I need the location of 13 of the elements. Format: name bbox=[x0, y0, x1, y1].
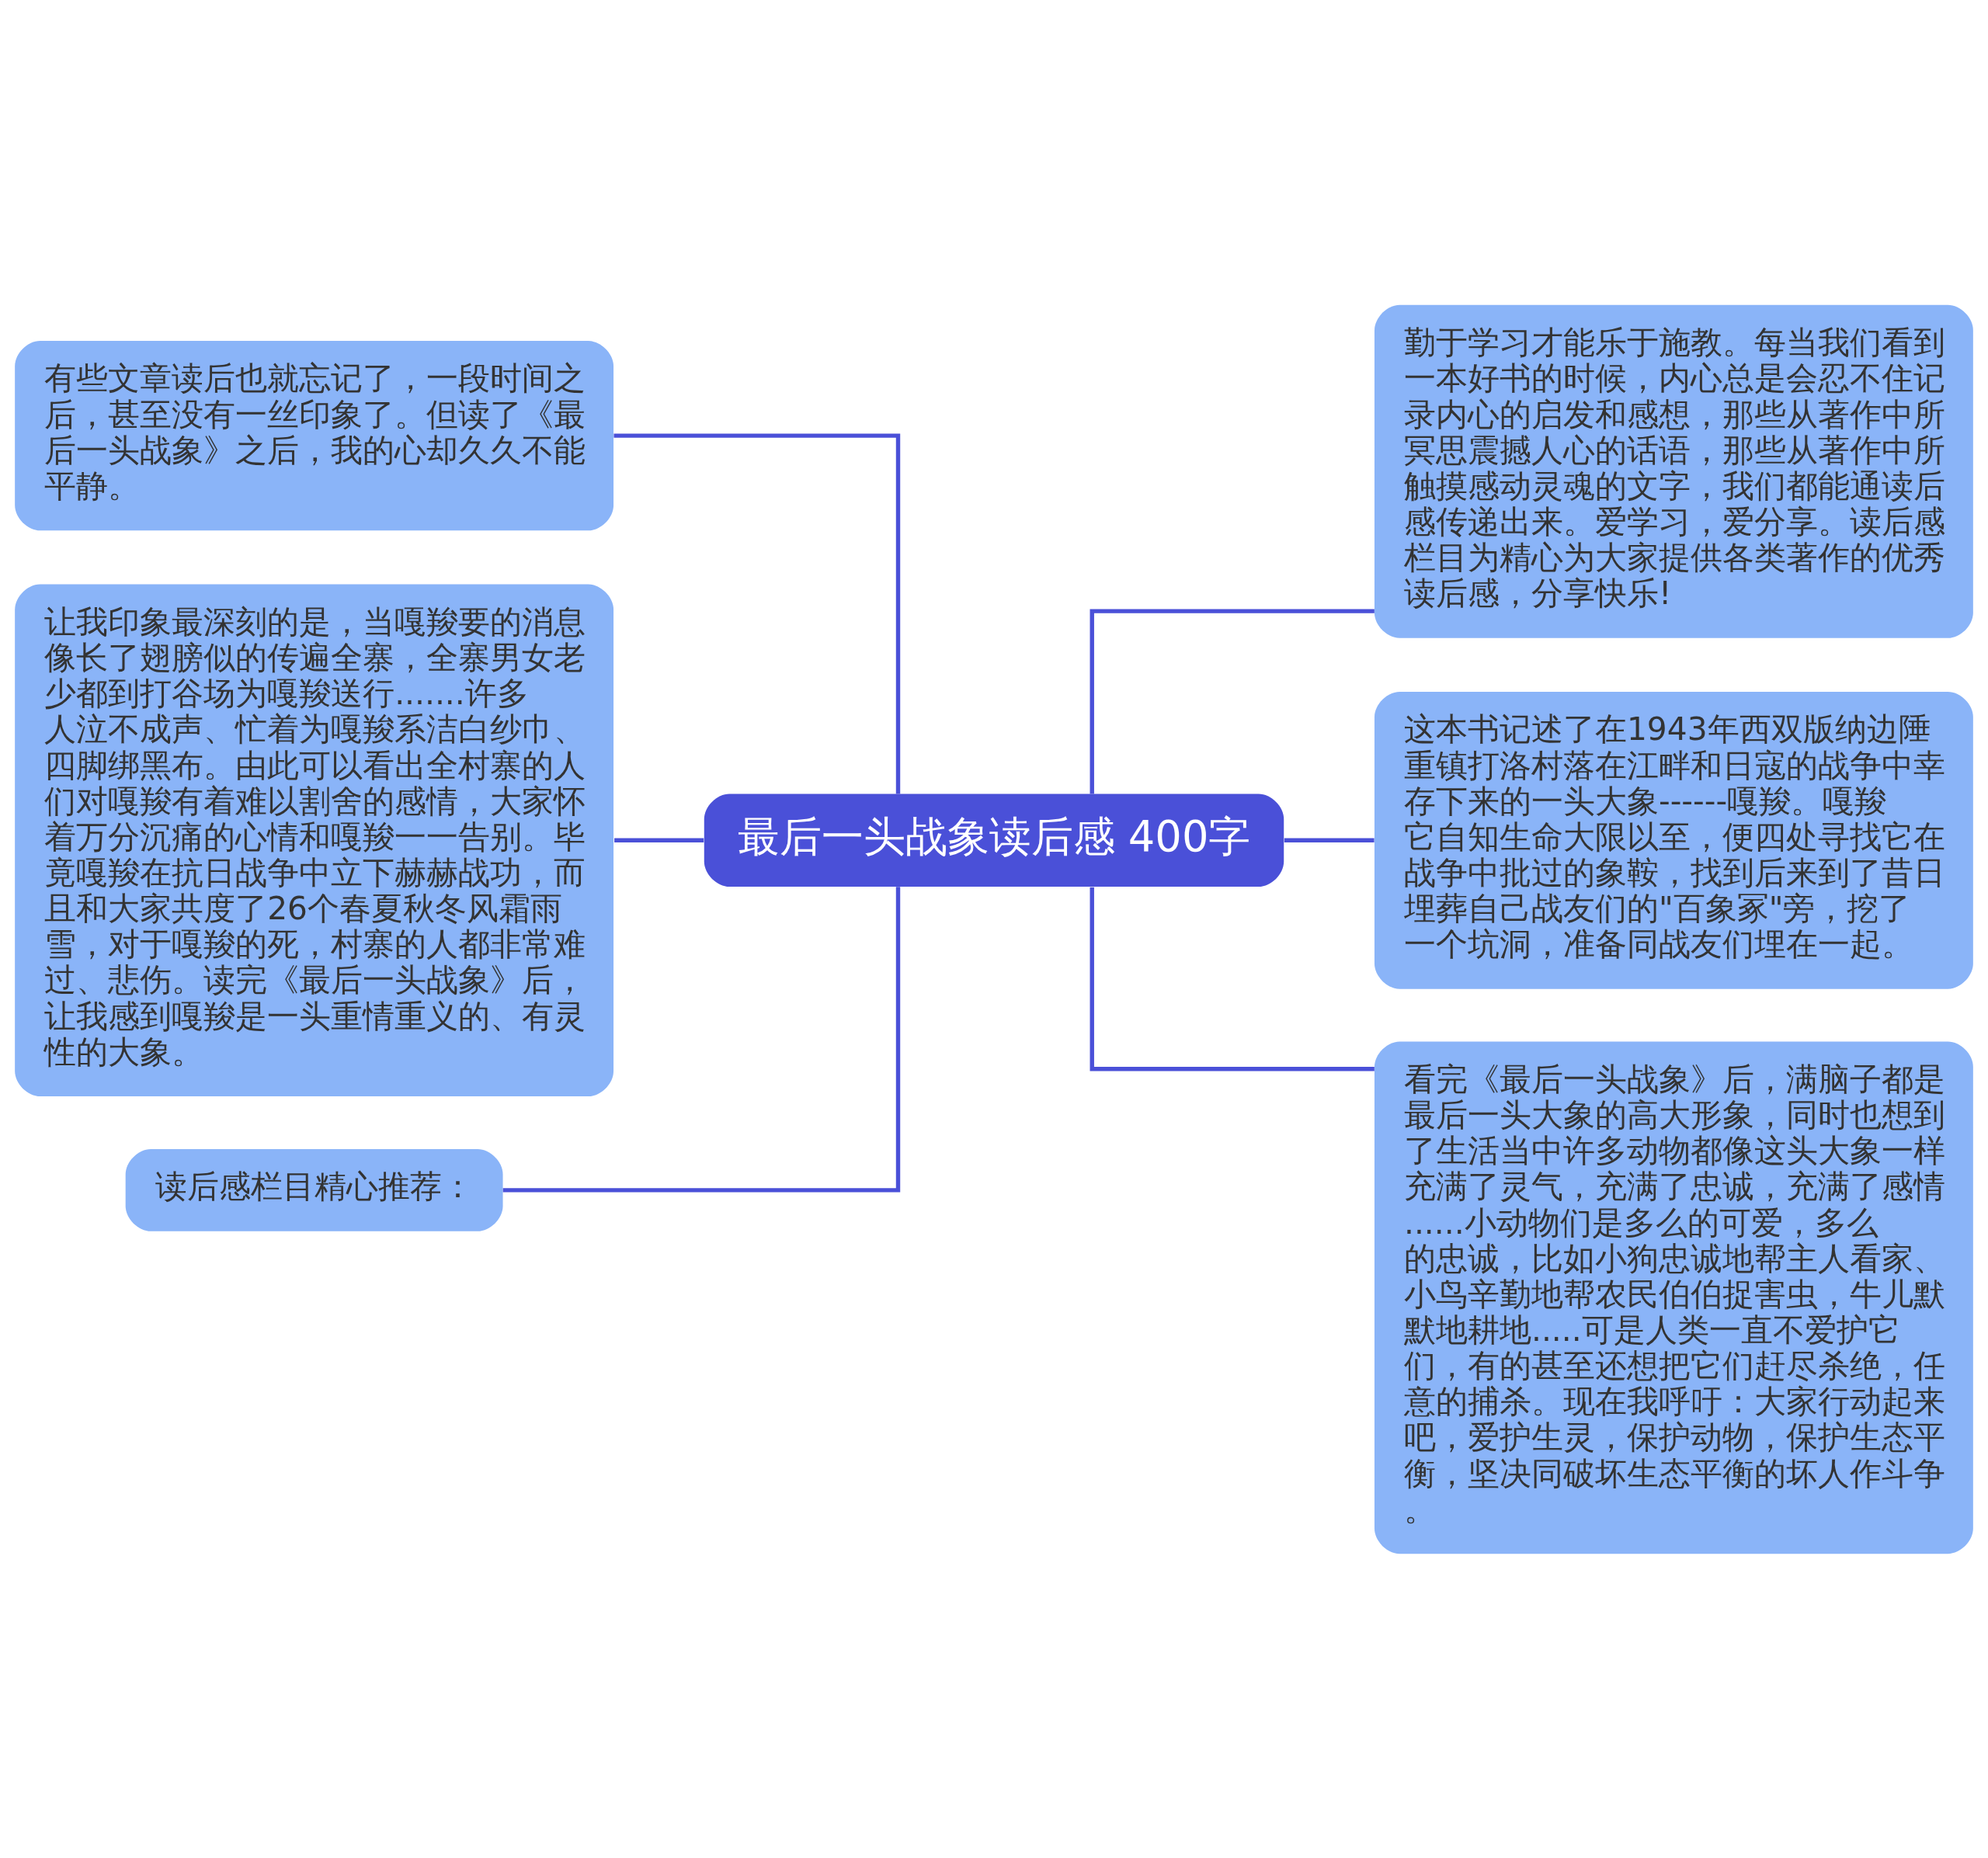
node-box: 读后感栏目精心推荐： bbox=[125, 1148, 503, 1231]
connector bbox=[613, 432, 901, 794]
connector bbox=[614, 838, 704, 842]
connector bbox=[1090, 887, 1375, 1071]
connector bbox=[1090, 608, 1375, 794]
node-box: 有些文章读后也就忘记了，一段时间之后，甚至没有一丝印象了。但读了《最后一头战象》之后，我的心却久久不能平静。 bbox=[15, 340, 614, 530]
connector bbox=[1284, 838, 1375, 842]
connector bbox=[502, 886, 901, 1193]
node-box: 勤于学习才能乐于施教。每当我们看到一本好书的时候，内心总是会忍不住记录内心的启发和感想，那些从著作中所冥思震撼人心的话语，那些从著作中所触摸感动灵魂的文字，我们都能通读后感传递出来。爱学习，爱分享。读后感栏目为精心为大家提供各类著作的优秀读后感，分享快乐! bbox=[1374, 304, 1973, 638]
node-box: 让我印象最深刻的是，当嘎羧要的消息像长了翅膀似的传遍全寨，全寨男女老少都到打谷场为嘎羧送行.......许多人泣不成声、忙着为嘎羧系洁白纱巾、四脚绑黑布。由此可以看出全村寨的人们对嘎羧有着难以割舍的感情，大家怀着万分沉痛的心情和嘎羧一一告别。毕竟嘎羧在抗日战争中立下赫赫战功，而且和大家共度了26个春夏秋冬风霜雨雪，对于嘎羧的死，村寨的人都非常难过、悲伤。读完《最后一头战象》后，让我感到嘎羧是一头重情重义的、有灵性的大象。 bbox=[15, 584, 614, 1096]
node-box: 看完《最后一头战象》后，满脑子都是最后一头大象的高大形象，同时也想到了生活当中许多动物都像这头大象一样充满了灵气，充满了忠诚，充满了感情......小动物们是多么的可爱，多么的忠诚，比如小狗忠诚地帮主人看家、小鸟辛勤地帮农民伯伯捉害虫，牛儿默默地耕地.....可是人类一直不爱护它们，有的甚至还想把它们赶尽杀绝，任意的捕杀。现在我呼吁：大家行动起来吧，爱护生灵，保护动物，保护生态平衡，坚决同破坏生态平衡的坏人作斗争。 bbox=[1374, 1041, 1973, 1554]
node-box: 这本书记述了在1943年西双版纳边陲重镇打洛村落在江畔和日寇的战争中幸存下来的一头大象------嘎羧。嘎羧它自知生命大限以至，便四处寻找它在战争中批过的象鞍，找到后来到了昔日埋葬自己战友们的"百象冢"旁，挖了一个坑洞，准备同战友们埋在一起。 bbox=[1374, 691, 1973, 989]
node-box: 最后一头战象读后感 400字 bbox=[704, 794, 1284, 887]
